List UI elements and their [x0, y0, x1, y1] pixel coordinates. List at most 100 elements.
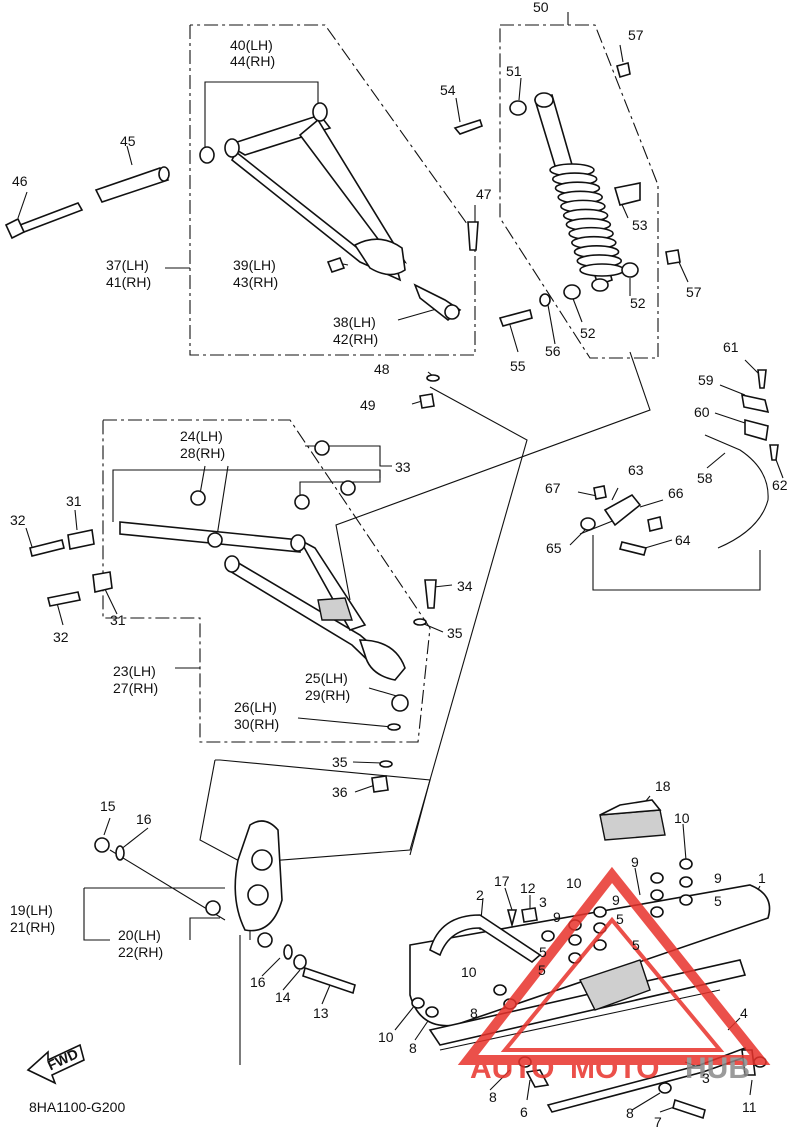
callout-5-d: 5: [539, 944, 547, 960]
bolt-46: [4, 202, 84, 240]
callout-5-a: 5: [714, 893, 722, 909]
callout-45: 45: [120, 133, 136, 149]
callout-47: 47: [476, 186, 492, 202]
callout-50: 50: [533, 0, 549, 15]
seal-26-30: [387, 723, 401, 731]
callout-10-a: 10: [674, 810, 690, 826]
watermark-auto: AUTO: [470, 1052, 554, 1085]
bolt-61: [757, 369, 767, 389]
bolt-32-b: [47, 591, 81, 607]
callout-15: 15: [100, 798, 116, 814]
bolt-47: [467, 221, 479, 251]
callout-16-b: 16: [250, 974, 266, 990]
callout-11: 11: [742, 1099, 757, 1115]
bushing-24-28-a: [190, 490, 206, 506]
callout-4: 4: [740, 1005, 748, 1021]
bushing-24-28-b: [207, 532, 223, 548]
hardware-nut-washer: [679, 876, 693, 888]
upper-a-arm: [224, 102, 408, 282]
ball-joint-25-29: [391, 694, 409, 712]
callout-31-b: 31: [110, 612, 126, 628]
callout-40: 40(LH): [230, 37, 273, 53]
bushing-33-a: [314, 440, 330, 456]
hardware-nut-washer: [658, 1082, 672, 1094]
washer-16-b: [283, 944, 293, 960]
callout-16-a: 16: [136, 811, 152, 827]
nut-36: [371, 775, 389, 793]
callout-31-a: 31: [66, 493, 82, 509]
callout-32-a: 32: [10, 512, 26, 528]
spindle-19-21: [234, 820, 283, 932]
callout-13: 13: [313, 1005, 329, 1021]
callout-44: 44(RH): [230, 53, 275, 69]
callout-5-b: 5: [616, 911, 624, 927]
callout-24: 24(LH): [180, 428, 223, 444]
hardware-nut-washer: [593, 906, 607, 918]
bolt-64: [619, 541, 647, 556]
callout-32-b: 32: [53, 629, 69, 645]
washer-35-b: [379, 760, 393, 768]
nut-12: [521, 907, 538, 923]
hardware-nut-washer: [650, 889, 664, 901]
nut-57-top: [616, 61, 631, 79]
callout-58: 58: [697, 470, 713, 486]
callout-18: 18: [655, 778, 671, 794]
callout-33: 33: [395, 459, 411, 475]
washer-35-a: [413, 618, 427, 626]
joint-59: [741, 393, 770, 414]
leader-lines: [17, 12, 784, 1113]
collar-14: [293, 954, 307, 970]
watermark-hub: HUB: [685, 1052, 750, 1085]
callout-8-a: 8: [470, 1005, 478, 1021]
washer-65: [580, 517, 596, 531]
callout-1: 1: [758, 870, 766, 886]
callout-67: 67: [545, 480, 561, 496]
nuts-and-washers: [411, 858, 767, 1094]
callout-35-a: 35: [447, 625, 463, 641]
watermark-logo: AUTO MOTO HUB: [457, 866, 771, 1085]
callout-48: 48: [374, 361, 390, 377]
callout-51: 51: [506, 63, 522, 79]
spring-coil: [579, 263, 625, 277]
nut-39-43: [326, 257, 346, 273]
bushing-20-22-a: [205, 900, 221, 916]
callout-61: 61: [723, 339, 739, 355]
hardware-nut-washer: [679, 858, 693, 870]
callout-64: 64: [675, 532, 691, 548]
callout-60: 60: [694, 404, 710, 420]
hardware-nut-washer: [679, 894, 693, 906]
callout-34: 34: [457, 578, 473, 594]
callout-52-a: 52: [630, 295, 646, 311]
callout-9-c: 9: [612, 892, 620, 908]
collar-31-a: [67, 529, 95, 550]
bolt-32-a: [29, 539, 65, 557]
callout-19: 19(LH): [10, 902, 53, 918]
callout-37: 37(LH): [106, 257, 149, 273]
hardware-nut-washer: [425, 1006, 439, 1018]
nut-49: [419, 393, 435, 409]
collar-31-b: [92, 571, 113, 593]
watermark-triangle-icon: [457, 866, 771, 1065]
callout-26: 26(LH): [234, 699, 277, 715]
callout-20: 20(LH): [118, 927, 161, 943]
callout-29: 29(RH): [305, 687, 350, 703]
shock-spring: [549, 163, 625, 277]
callout-41: 41(RH): [106, 274, 151, 290]
callout-57-bottom: 57: [686, 284, 702, 300]
callout-66: 66: [668, 485, 684, 501]
ball-joint-38-42: [413, 283, 462, 322]
callout-35-b: 35: [332, 754, 348, 770]
bolt-55: [498, 309, 533, 327]
cable-58: [704, 434, 769, 549]
hardware-nut-washer: [411, 997, 425, 1009]
callout-63: 63: [628, 462, 644, 478]
hardware-nut-washer: [568, 934, 582, 946]
callout-59: 59: [698, 372, 714, 388]
joint-60: [744, 418, 769, 442]
callout-8-c: 8: [489, 1089, 497, 1105]
callout-3-b: 3: [702, 1070, 710, 1086]
hardware-nut-washer: [650, 872, 664, 884]
collar-51: [509, 100, 527, 116]
callout-62: 62: [772, 477, 788, 493]
